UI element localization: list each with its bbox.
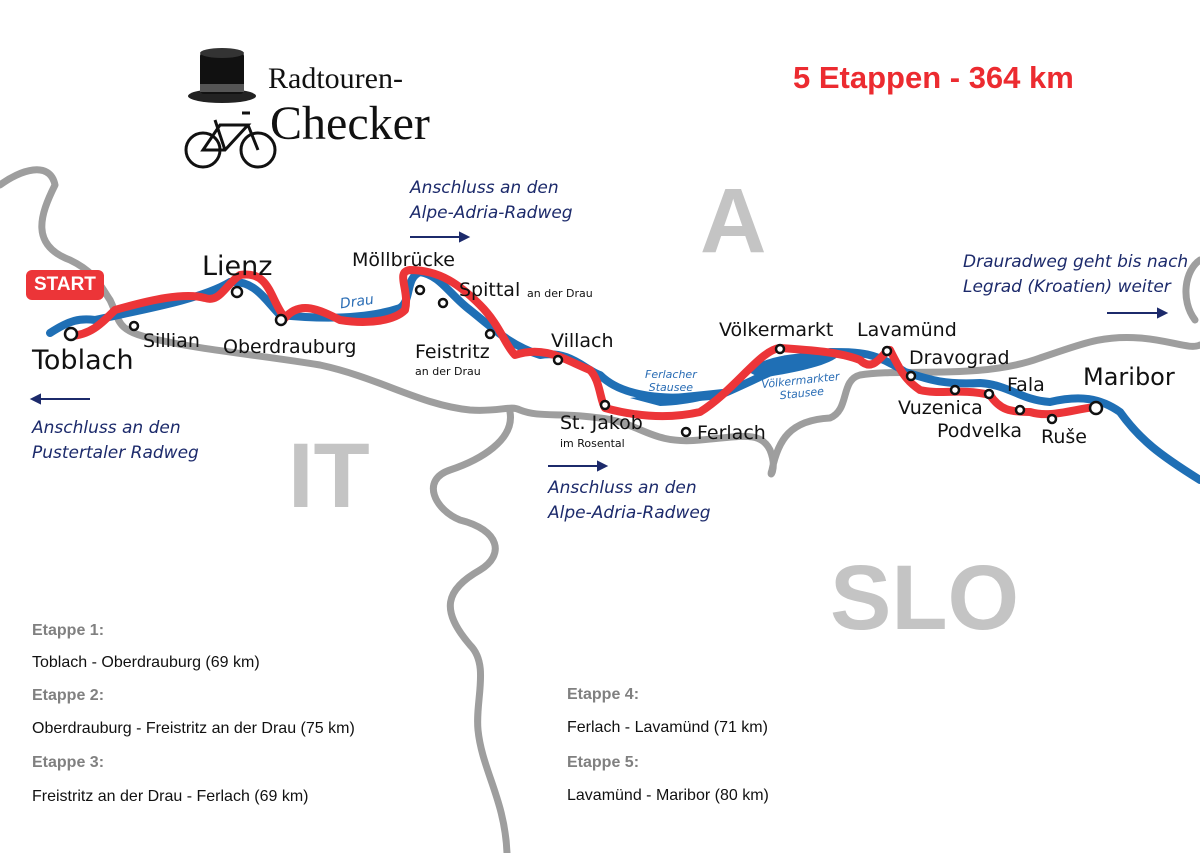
place-ruse: Ruše <box>1041 426 1087 448</box>
stage-4-label: Etappe 4: <box>567 686 640 703</box>
place-ferlach: Ferlach <box>697 422 766 444</box>
stage-1-route: Toblach - Oberdrauburg (69 km) <box>32 654 260 671</box>
stage-5-label: Etappe 5: <box>567 754 640 771</box>
place-st-jakob-sub: im Rosental <box>560 437 625 450</box>
place-dravograd: Dravograd <box>909 347 1010 369</box>
country-label-austria: A <box>700 170 767 272</box>
stage-5-route: Lavamünd - Maribor (80 km) <box>567 787 769 804</box>
place-lavamuend: Lavamünd <box>857 319 957 341</box>
place-voelkermarkt: Völkermarkt <box>719 319 834 341</box>
stop-markers <box>63 284 1104 438</box>
country-label-italy: IT <box>288 425 370 527</box>
stage-3-label: Etappe 3: <box>32 754 105 771</box>
place-lienz: Lienz <box>202 251 273 282</box>
place-feistritz: Feistritz <box>415 341 490 363</box>
logo-text-line1: Radtouren- <box>268 62 403 95</box>
place-villach: Villach <box>551 330 614 352</box>
country-borders <box>0 166 1200 853</box>
place-oberdrauburg: Oberdrauburg <box>223 336 357 358</box>
direction-arrows <box>29 231 1169 472</box>
note-alpe-adria-top: Anschluss an den Alpe-Adria-Radweg <box>410 178 573 223</box>
place-toblach: Toblach <box>32 345 134 376</box>
place-feistritz-sub: an der Drau <box>415 365 481 378</box>
stage-2-route: Oberdrauburg - Freistritz an der Drau (7… <box>32 720 355 737</box>
start-badge: START <box>26 270 104 300</box>
logo-text-line2: Checker <box>270 97 430 150</box>
country-label-slovenia: SLO <box>830 547 1020 649</box>
page-title: 5 Etappen - 364 km <box>793 60 1074 95</box>
place-podvelka: Podvelka <box>937 420 1022 442</box>
place-fala: Fala <box>1007 374 1045 396</box>
place-spittal-sub: an der Drau <box>527 287 593 300</box>
place-sillian: Sillian <box>143 330 200 352</box>
stage-3-route: Freistritz an der Drau - Ferlach (69 km) <box>32 788 309 805</box>
place-spittal: Spittal <box>459 279 521 301</box>
place-moellbruecke: Möllbrücke <box>352 249 455 271</box>
note-legrad: Drauradweg geht bis nach Legrad (Kroatie… <box>963 252 1189 297</box>
stage-1-label: Etappe 1: <box>32 622 105 639</box>
note-alpe-adria-bottom: Anschluss an den Alpe-Adria-Radweg <box>548 478 711 523</box>
stage-2-label: Etappe 2: <box>32 687 105 704</box>
place-maribor: Maribor <box>1083 363 1175 391</box>
bicycle-icon <box>184 111 277 169</box>
lake-label-ferlach: Ferlacher Stausee <box>645 368 697 394</box>
top-hat-icon <box>188 48 256 103</box>
place-vuzenica: Vuzenica <box>898 397 983 419</box>
stage-4-route: Ferlach - Lavamünd (71 km) <box>567 719 768 736</box>
note-pustertal: Anschluss an den Pustertaler Radweg <box>32 418 199 463</box>
place-st-jakob: St. Jakob <box>560 412 643 434</box>
